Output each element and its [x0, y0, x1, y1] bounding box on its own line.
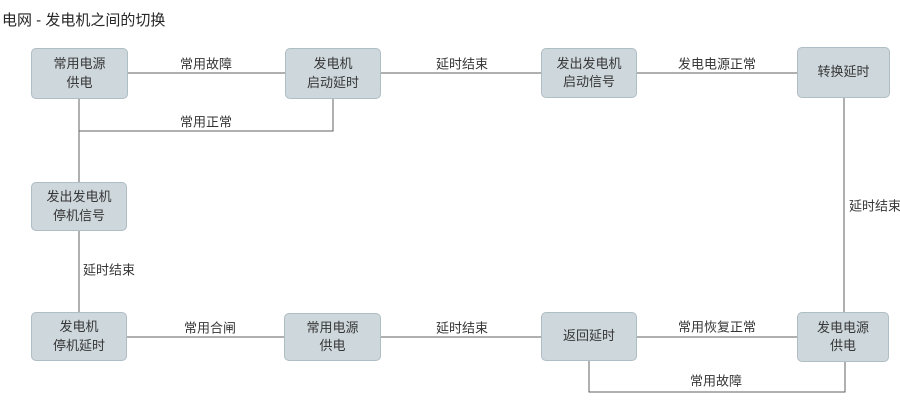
edge-label-normal-closing: 常用合闸 [183, 320, 237, 336]
edge-label-normal-fault-top: 常用故障 [179, 56, 233, 72]
node-generator-start-delay: 发电机 启动延时 [285, 48, 381, 99]
node-send-generator-stop-signal: 发出发电机 停机信号 [31, 182, 127, 231]
edge-label-delay-end-right: 延时结束 [849, 198, 900, 214]
node-normal-power-supply-bottom: 常用电源 供电 [284, 313, 381, 361]
edge-label-delay-end-bottom: 延时结束 [435, 320, 489, 336]
node-generator-power-supply: 发电电源 供电 [797, 312, 889, 362]
edge-label-generator-power-normal: 发电电源正常 [677, 56, 757, 72]
node-return-delay: 返回延时 [541, 312, 637, 361]
edge-label-normal-back-to-normal: 常用正常 [179, 114, 233, 130]
edge-line-normal-fault-bottom [588, 361, 846, 393]
node-transfer-delay: 转换延时 [797, 47, 890, 98]
edge-label-normal-power-restored: 常用恢复正常 [677, 319, 757, 335]
edge-line-normal-back-to-normal [79, 99, 334, 132]
node-send-generator-start-signal: 发出发电机 启动信号 [541, 48, 637, 98]
edge-label-delay-end-top: 延时结束 [435, 56, 489, 72]
node-generator-stop-delay: 发电机 停机延时 [31, 312, 127, 361]
diagram-title: 电网 - 发电机之间的切换 [2, 12, 166, 29]
edge-label-normal-fault-bottom: 常用故障 [689, 373, 743, 389]
edge-label-delay-end-left: 延时结束 [83, 262, 136, 278]
node-normal-power-supply-top: 常用电源 供电 [31, 48, 128, 99]
